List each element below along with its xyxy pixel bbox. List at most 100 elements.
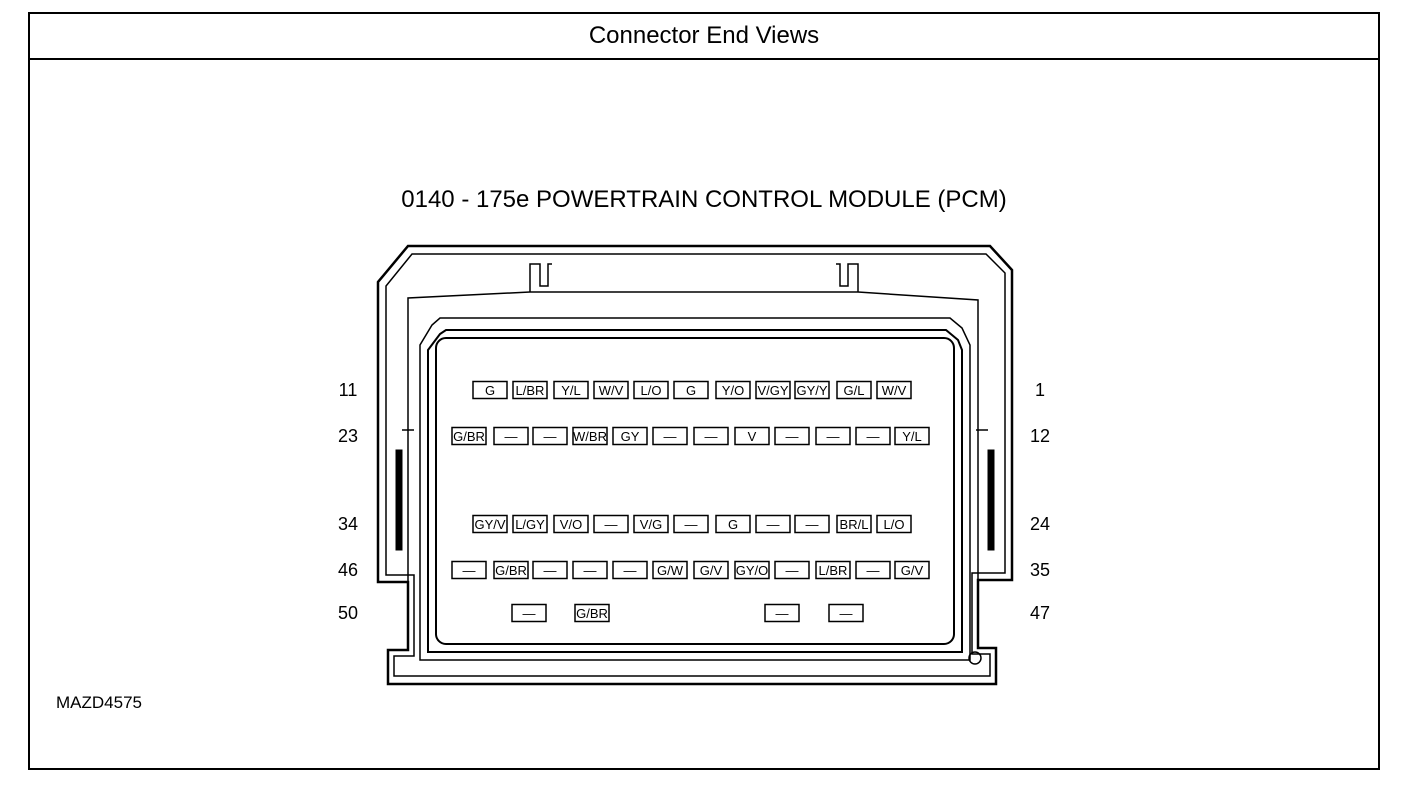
pin-wire-color: —	[463, 563, 476, 578]
pin-wire-color: —	[624, 563, 637, 578]
pin-cell	[715, 380, 751, 400]
connector-pin: —	[764, 603, 800, 623]
pin-wire-color: G	[686, 383, 696, 398]
pin-wire-color: —	[827, 429, 840, 444]
connector-pin: V/GY	[755, 380, 791, 400]
pin-cell	[673, 514, 709, 534]
connector-pin: GY/O	[734, 560, 770, 580]
pin-cell	[612, 560, 648, 580]
pin-cell	[774, 560, 810, 580]
pin-cell	[828, 603, 864, 623]
connector-pin: —	[593, 514, 629, 534]
connector-pin: Y/O	[715, 380, 751, 400]
connector-pin: W/V	[593, 380, 629, 400]
connector-pin: G/V	[693, 560, 729, 580]
pin-cell	[755, 380, 791, 400]
pin-wire-color: GY/O	[736, 563, 769, 578]
pin-cell	[633, 514, 669, 534]
pin-cell	[794, 380, 830, 400]
connector-pin: —	[755, 514, 791, 534]
pin-cell	[472, 380, 508, 400]
connector-pin: —	[855, 560, 891, 580]
pin-cell	[836, 514, 872, 534]
pin-wire-color: Y/L	[902, 429, 922, 444]
pin-wire-color: —	[840, 606, 853, 621]
connector-pin: G	[673, 380, 709, 400]
pin-wire-color: —	[776, 606, 789, 621]
connector-pin: G/W	[652, 560, 688, 580]
pin-cell	[652, 560, 688, 580]
connector-pin: —	[774, 560, 810, 580]
pin-wire-color: G/L	[844, 383, 865, 398]
pin-cell	[472, 514, 508, 534]
pin-cell	[794, 514, 830, 534]
pin-wire-color: —	[867, 563, 880, 578]
pin-wire-color: G/V	[901, 563, 924, 578]
figure-id: MAZD4575	[56, 693, 142, 712]
pin-wire-color: GY/Y	[796, 383, 827, 398]
pin-cell	[894, 426, 930, 446]
pin-wire-color: —	[786, 563, 799, 578]
pin-cell	[553, 514, 589, 534]
pin-cell	[815, 426, 851, 446]
pin-wire-color: L/BR	[819, 563, 848, 578]
connector-pin: —	[612, 560, 648, 580]
pin-cell	[512, 380, 548, 400]
pin-cell	[512, 514, 548, 534]
diagram-title: 0140 - 175e POWERTRAIN CONTROL MODULE (P…	[401, 186, 1007, 213]
connector-pin: —	[855, 426, 891, 446]
pin-wire-color: —	[685, 517, 698, 532]
pin-cell	[532, 426, 568, 446]
pin-wire-color: G/BR	[576, 606, 608, 621]
pin-wire-color: —	[523, 606, 536, 621]
connector-pin: V/O	[553, 514, 589, 534]
pin-cell	[876, 380, 912, 400]
pin-cell	[553, 380, 589, 400]
connector-pin: GY/Y	[794, 380, 830, 400]
connector-pin: G/BR	[451, 426, 487, 446]
pin-cell	[876, 514, 912, 534]
pin-cell	[734, 426, 770, 446]
header-title: Connector End Views	[30, 14, 1378, 60]
connector-pin: G/BR	[493, 560, 529, 580]
connector-pin: —	[511, 603, 547, 623]
pin-wire-color: —	[705, 429, 718, 444]
connector-housing	[376, 244, 1014, 686]
pin-cell	[532, 560, 568, 580]
row-right-pin-number: 47	[1030, 603, 1050, 623]
pin-wire-color: —	[867, 429, 880, 444]
connector-pin: —	[673, 514, 709, 534]
diagram-frame: Connector End Views	[28, 12, 1380, 770]
pin-cell	[493, 560, 529, 580]
pin-wire-color: GY	[621, 429, 640, 444]
connector-pin: —	[828, 603, 864, 623]
connector-pin: W/BR	[572, 426, 608, 446]
pin-cell	[652, 426, 688, 446]
row-left-pin-number: 34	[338, 514, 358, 534]
connector-pin: —	[532, 426, 568, 446]
connector-pin: —	[493, 426, 529, 446]
pin-wire-color: G/V	[700, 563, 723, 578]
pin-wire-color: —	[605, 517, 618, 532]
pin-wire-color: V/G	[640, 517, 662, 532]
connector-pin: BR/L	[836, 514, 872, 534]
pin-cell	[755, 514, 791, 534]
pin-wire-color: W/V	[599, 383, 624, 398]
row-right-pin-number: 1	[1035, 380, 1045, 400]
row-left-pin-number: 23	[338, 426, 358, 446]
pin-wire-color: G/BR	[495, 563, 527, 578]
row-left-pin-number: 11	[339, 380, 358, 400]
pin-wire-color: V/O	[560, 517, 582, 532]
connector-pin: L/BR	[512, 380, 548, 400]
pin-wire-color: W/V	[882, 383, 907, 398]
pin-wire-color: L/O	[641, 383, 662, 398]
pin-wire-color: L/GY	[515, 517, 545, 532]
pin-wire-color: —	[767, 517, 780, 532]
pin-cell	[734, 560, 770, 580]
pin-cell	[715, 514, 751, 534]
pin-cell	[836, 380, 872, 400]
pin-wire-color: G/W	[657, 563, 684, 578]
connector-pin: Y/L	[553, 380, 589, 400]
connector-pin: G/L	[836, 380, 872, 400]
